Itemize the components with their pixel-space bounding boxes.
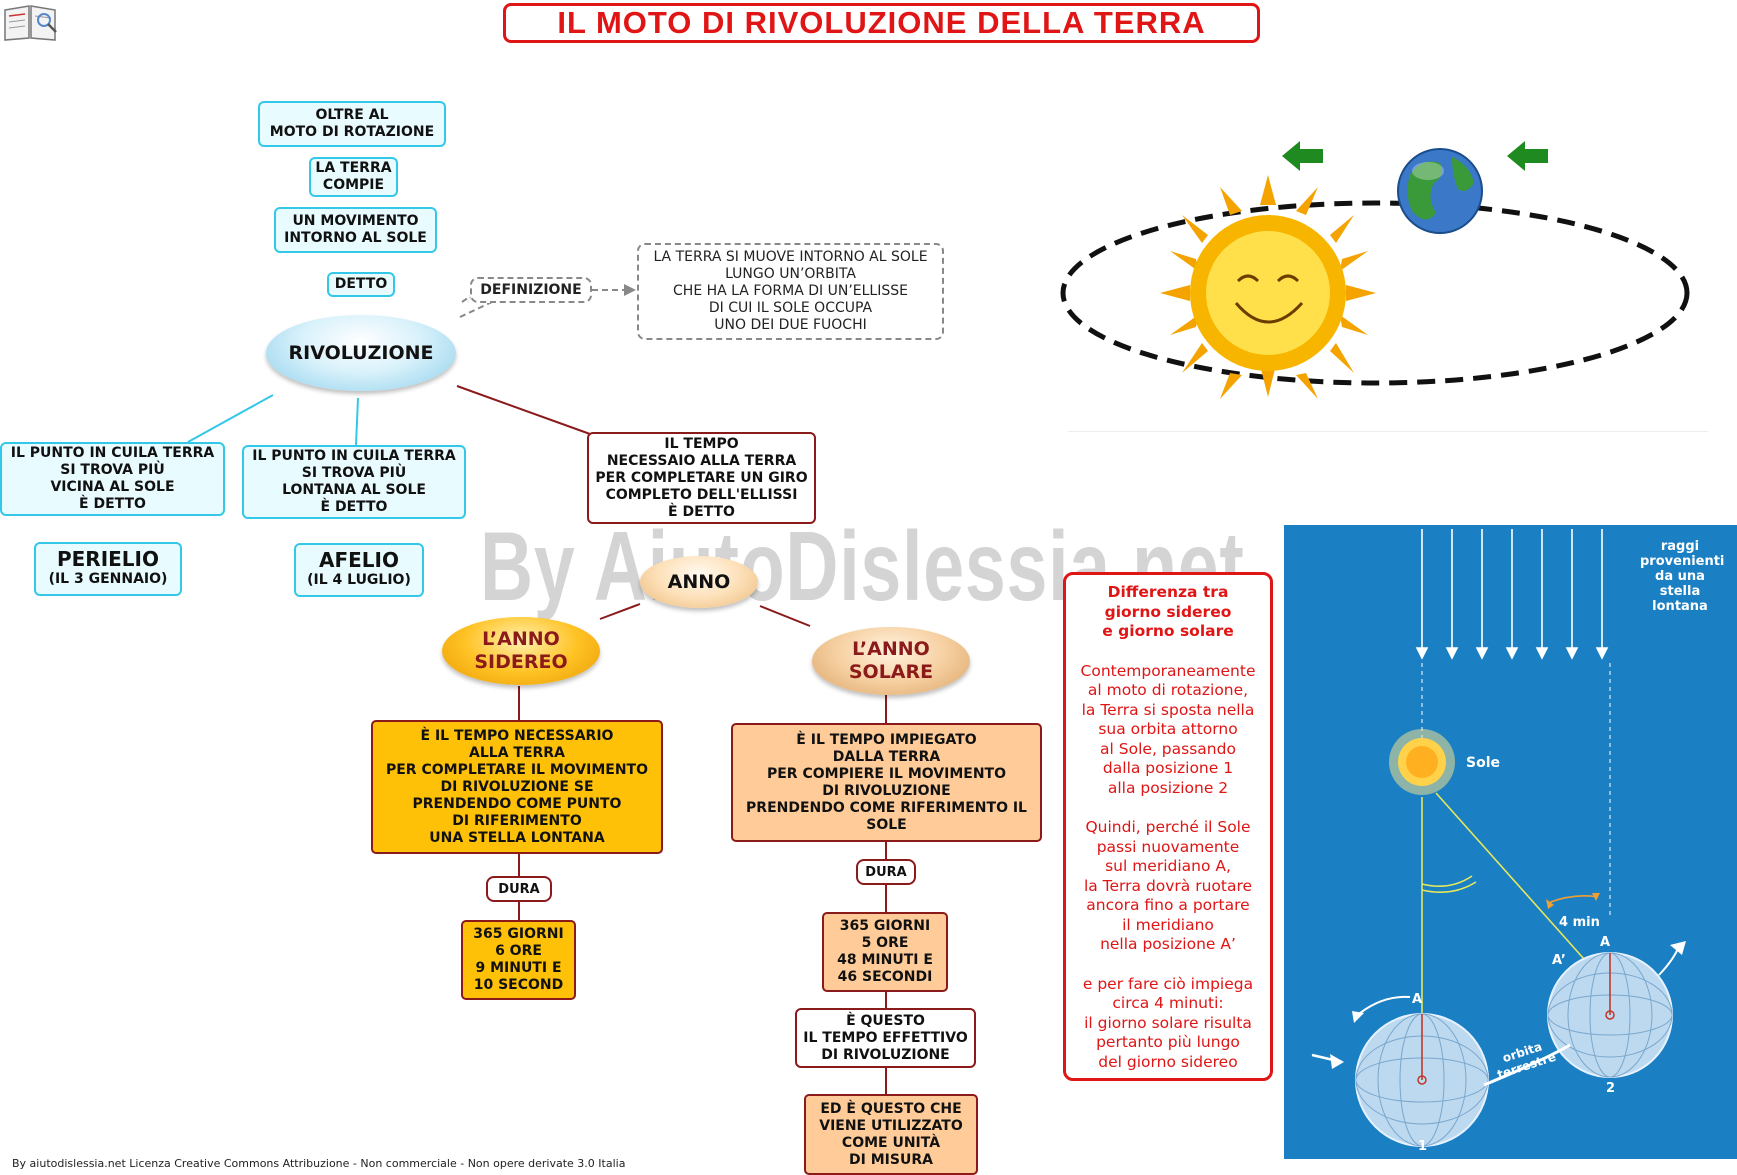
perielio-label: PERIELIO (56, 547, 159, 571)
node-punto-vicino: IL PUNTO IN CUILA TERRA SI TROVA PIÙ VIC… (0, 442, 225, 516)
afelio-date: (IL 4 LUGLIO) (307, 572, 411, 588)
solare-description: È IL TEMPO IMPIEGATO DALLA TERRA PER COM… (731, 723, 1042, 842)
label-a-prime: A’ (1552, 953, 1566, 968)
info-paragraph-1: Contemporaneamente al moto di rotazione,… (1080, 661, 1256, 797)
sun-label: Sole (1466, 755, 1500, 771)
sun-small-icon (1389, 729, 1455, 795)
node-perielio: PERIELIO (IL 3 GENNAIO) (34, 542, 182, 596)
definizione-label: DEFINIZIONE (470, 277, 592, 303)
node-tempo-effettivo: È QUESTO IL TEMPO EFFETTIVO DI RIVOLUZIO… (795, 1008, 976, 1068)
sun-icon (1160, 175, 1376, 399)
node-punto-lontano: IL PUNTO IN CUILA TERRA SI TROVA PIÙ LON… (242, 445, 466, 519)
arrow-left-icon (1507, 141, 1548, 171)
sidereal-solar-diagram: raggi provenienti da una stella lontana … (1284, 525, 1737, 1159)
page-title: IL MOTO DI RIVOLUZIONE DELLA TERRA (503, 3, 1260, 43)
book-logo-icon (2, 2, 58, 42)
divider-line (1068, 431, 1708, 432)
info-paragraph-2: Quindi, perché il Sole passi nuovamente … (1083, 818, 1253, 953)
node-unita-di-misura: ED È QUESTO CHE VIENE UTILIZZATO COME UN… (804, 1094, 978, 1175)
solare-duration: 365 GIORNI 5 ORE 48 MINUTI E 46 SECONDI (822, 912, 948, 992)
info-heading: Differenza tra giorno sidereo e giorno s… (1102, 583, 1234, 640)
concept-map-connectors (187, 284, 887, 1094)
label-a-position-1: A (1412, 992, 1423, 1007)
central-node-rivoluzione: RIVOLUZIONE (266, 315, 456, 391)
node-anno: ANNO (640, 556, 758, 608)
license-footer: By aiutodislessia.net Licenza Creative C… (12, 1157, 626, 1170)
node-afelio: AFELIO (IL 4 LUGLIO) (294, 543, 424, 597)
label-a-position-2: A (1600, 935, 1611, 950)
node-anno-solare: L’ANNO SOLARE (812, 627, 970, 695)
sidereo-duration: 365 GIORNI 6 ORE 9 MINUTI E 10 SECOND (461, 920, 576, 1000)
info-box-differenza: Differenza tra giorno sidereo e giorno s… (1063, 572, 1273, 1081)
position-1-label: 1 (1418, 1139, 1428, 1154)
node-detto: DETTO (327, 272, 395, 297)
earth-position-2-icon (1547, 952, 1673, 1078)
node-il-tempo: IL TEMPO NECESSAIO ALLA TERRA PER COMPLE… (587, 432, 816, 524)
rays-label: raggi provenienti da una stella lontana (1640, 539, 1725, 614)
afelio-label: AFELIO (319, 548, 399, 572)
node-anno-sidereo: L’ANNO SIDEREO (442, 617, 600, 685)
perielio-date: (IL 3 GENNAIO) (48, 571, 168, 587)
position-2-label: 2 (1606, 1081, 1616, 1096)
arrow-left-icon (1282, 141, 1323, 171)
earth-globe-icon (1397, 148, 1483, 234)
node-la-terra-compie: LA TERRA COMPIE (309, 157, 398, 197)
definizione-text: LA TERRA SI MUOVE INTORNO AL SOLE LUNGO … (637, 243, 944, 340)
sidereo-description: È IL TEMPO NECESSARIO ALLA TERRA PER COM… (371, 720, 663, 854)
info-paragraph-3: e per fare ciò impiega circa 4 minuti: i… (1082, 974, 1254, 1071)
node-oltre-al-moto: OLTRE AL MOTO DI ROTAZIONE (258, 101, 446, 147)
earth-position-1-icon (1355, 1013, 1489, 1147)
four-min-label: 4 min (1559, 915, 1600, 930)
dura-label-solare: DURA (856, 859, 916, 885)
dura-label-sidereo: DURA (486, 876, 552, 902)
orbit-illustration (1060, 141, 1690, 399)
node-un-movimento: UN MOVIMENTO INTORNO AL SOLE (274, 207, 437, 253)
